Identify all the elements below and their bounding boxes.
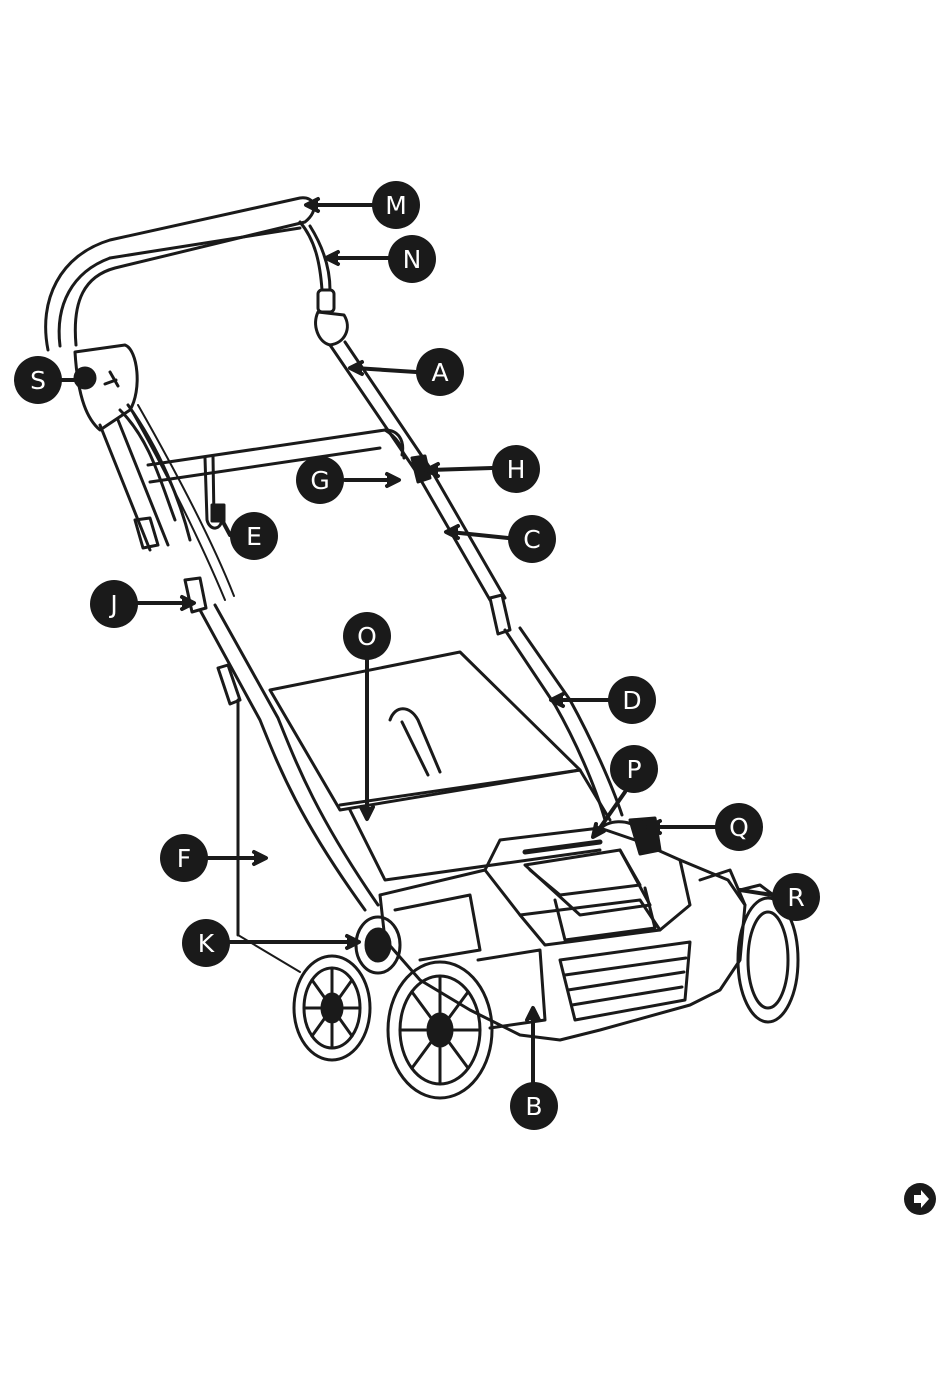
callout-H: H — [492, 445, 540, 493]
callout-S: S — [14, 356, 62, 404]
callout-Q: Q — [715, 803, 763, 851]
cross-bar — [148, 430, 404, 482]
callout-O: O — [343, 612, 391, 660]
callout-G: G — [296, 456, 344, 504]
cables — [130, 405, 234, 600]
wheel-rear-left — [294, 956, 370, 1060]
callout-A: A — [416, 348, 464, 396]
handle-knob-right — [316, 290, 348, 345]
lower-handle-right — [505, 628, 622, 820]
callout-E: E — [230, 512, 278, 560]
callout-N: N — [388, 235, 436, 283]
callout-F: F — [160, 834, 208, 882]
rear-roller — [356, 917, 400, 973]
handle-bar — [46, 198, 330, 350]
callout-P: P — [610, 745, 658, 793]
callout-R: R — [772, 873, 820, 921]
callout-B: B — [510, 1082, 558, 1130]
callout-C: C — [508, 515, 556, 563]
callout-K: K — [182, 919, 230, 967]
arrow-right-circle-icon[interactable] — [904, 1183, 936, 1215]
wheel-front-left — [388, 962, 492, 1098]
callout-M: M — [372, 181, 420, 229]
callout-D: D — [608, 676, 656, 724]
callout-J: J — [90, 580, 138, 628]
leader-lines — [60, 199, 772, 1082]
clamp-right-lower — [490, 595, 510, 634]
cable-hook — [205, 456, 224, 528]
